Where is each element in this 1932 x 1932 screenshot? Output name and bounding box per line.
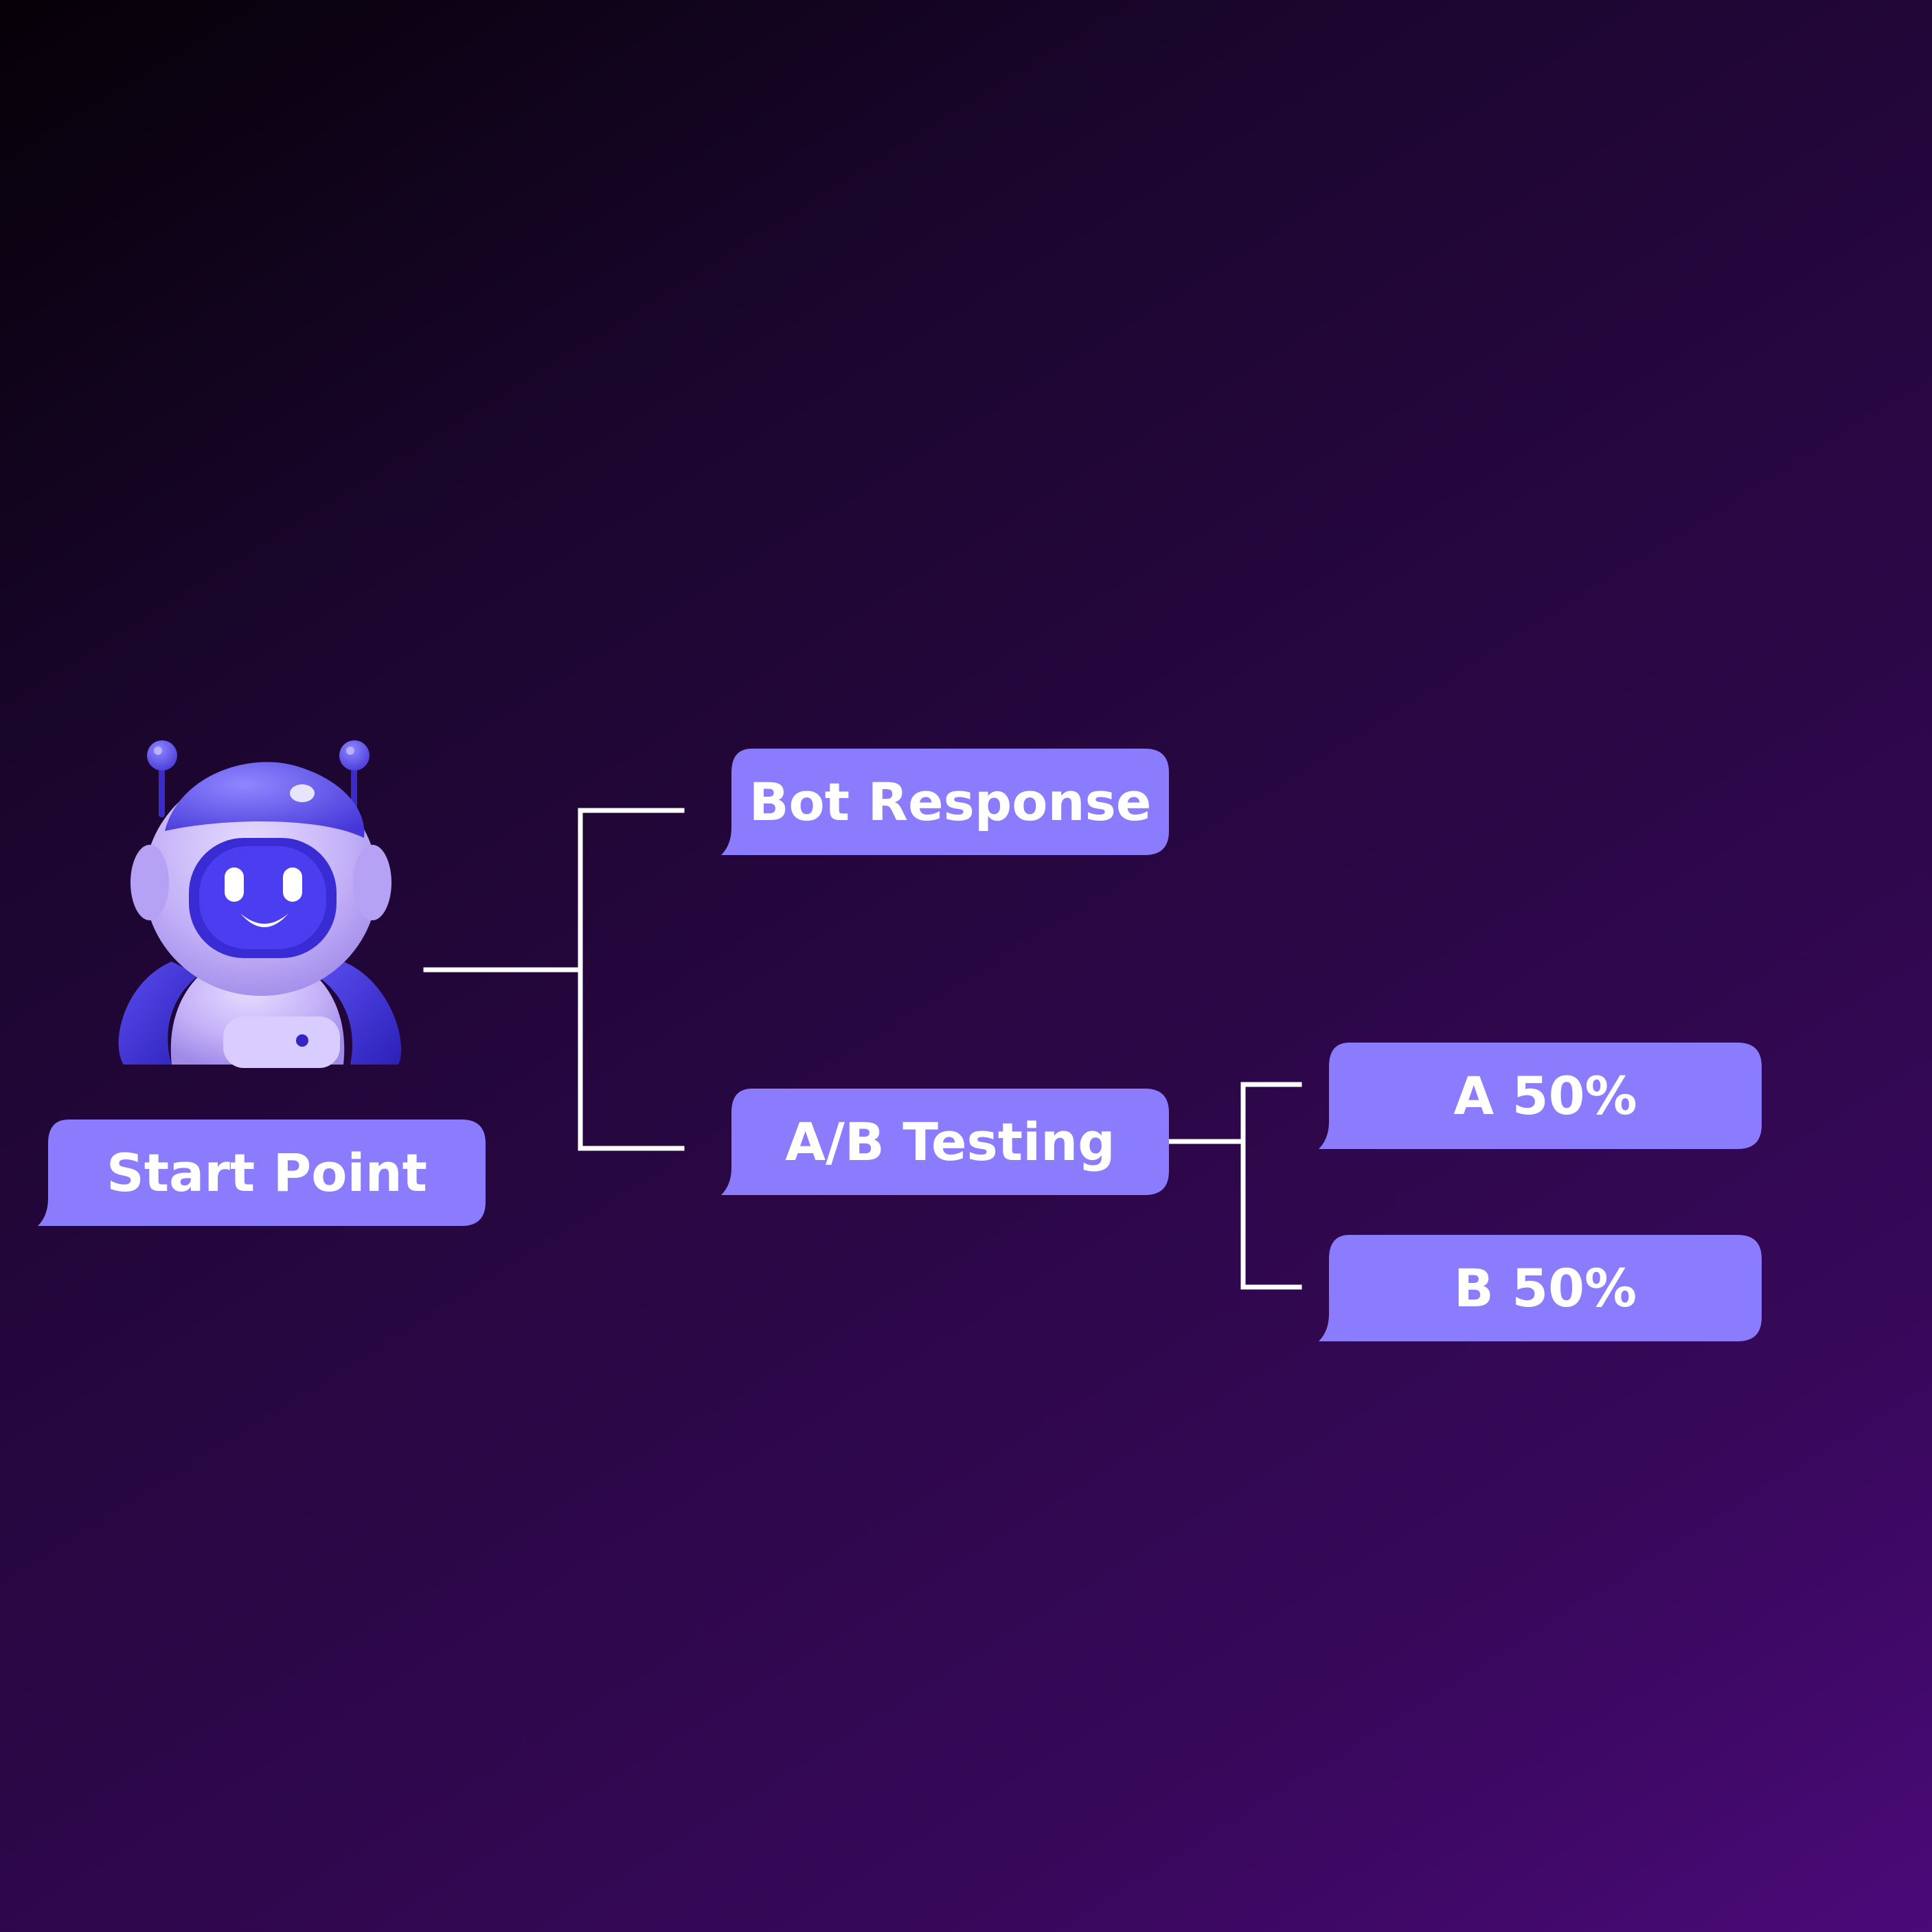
speech-bubble-shape	[38, 1120, 486, 1226]
node-label-start-point: Start Point	[106, 1142, 428, 1203]
node-start-point: Start Point	[38, 1120, 486, 1226]
robot-arm-right	[316, 962, 402, 1065]
antenna-right	[339, 740, 370, 817]
robot-mascot-icon	[118, 740, 402, 1068]
node-label-variant-b: B 50%	[1453, 1258, 1637, 1319]
node-ab-testing: A/B Testing	[721, 1089, 1169, 1195]
node-label-variant-a: A 50%	[1453, 1065, 1637, 1126]
robot-cap	[165, 762, 365, 838]
robot-arm-left	[118, 962, 199, 1065]
antenna-left	[147, 740, 177, 817]
node-bot-response: Bot Response	[721, 749, 1169, 855]
speech-bubble-shape	[1319, 1235, 1762, 1341]
node-label-bot-response: Bot Response	[749, 771, 1152, 832]
node-label-ab-testing: A/B Testing	[785, 1111, 1115, 1172]
robot-chest-plate	[223, 1016, 340, 1068]
node-variant-b: B 50%	[1319, 1235, 1762, 1341]
speech-bubble-shape	[721, 1089, 1169, 1195]
speech-bubble-shape	[1319, 1043, 1762, 1149]
robot-eye-right	[283, 867, 302, 902]
edge-to-variant-a	[1240, 1082, 1302, 1290]
node-variant-a: A 50%	[1319, 1043, 1762, 1149]
edge-branch-to-bot-response	[578, 808, 685, 1151]
robot-eye-left	[225, 867, 244, 902]
speech-bubble-shape	[721, 749, 1169, 855]
robot-smile	[240, 913, 288, 927]
